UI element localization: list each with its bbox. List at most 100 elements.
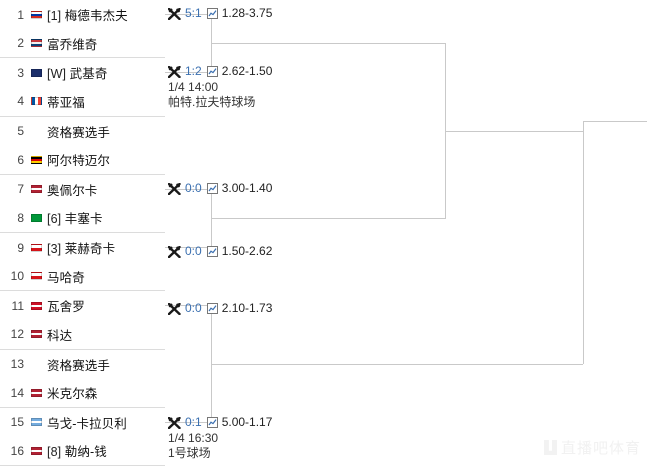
player-seed-number: 13 <box>10 357 24 372</box>
player-name[interactable]: 米克尔森 <box>47 383 97 402</box>
odds-chart-icon[interactable] <box>206 246 218 257</box>
match-odds[interactable]: 5.00-1.17 <box>221 415 273 429</box>
flag-icon <box>31 330 42 339</box>
player-name[interactable]: 马哈奇 <box>47 267 85 286</box>
player-row[interactable]: 3 [W] 武基奇 <box>0 58 165 87</box>
player-name-text: 梅德韦杰夫 <box>64 9 128 24</box>
player-seed-number: 3 <box>17 65 24 80</box>
player-name[interactable]: 阿尔特迈尔 <box>47 150 110 169</box>
player-seed-number: 11 <box>11 298 24 313</box>
match-odds[interactable]: 3.00-1.40 <box>221 181 273 195</box>
player-seed-number: 6 <box>17 152 24 167</box>
odds-chart-icon[interactable] <box>206 303 218 314</box>
match-odds[interactable]: 2.62-1.50 <box>221 64 273 78</box>
match-info[interactable]: 0:1 5.00-1.17 1/4 16:30 1号球场 <box>168 414 272 461</box>
crossed-rackets-icon <box>168 302 181 315</box>
player-name[interactable]: [3] 莱赫奇卡 <box>47 238 115 257</box>
player-name[interactable]: 瓦舍罗 <box>47 296 85 315</box>
watermark-logo-icon <box>543 440 557 455</box>
match-info[interactable]: 0:0 1.50-2.62 <box>168 243 272 260</box>
match-odds[interactable]: 1.28-3.75 <box>221 6 273 20</box>
player-row[interactable]: 4 蒂亚福 <box>0 87 165 117</box>
crossed-rackets-icon <box>168 416 181 429</box>
match-score-line[interactable]: 0:1 5.00-1.17 <box>168 414 272 431</box>
player-name-text: 武基奇 <box>69 67 108 82</box>
odds-chart-icon[interactable] <box>206 417 218 428</box>
player-name[interactable]: 富乔维奇 <box>47 34 97 53</box>
match-venue: 帕特.拉夫特球场 <box>168 95 256 109</box>
flag-icon <box>31 185 42 194</box>
player-name-text: 乌戈-卡拉贝利 <box>47 416 127 431</box>
crossed-rackets-icon <box>168 65 181 78</box>
match-info[interactable]: 1:2 2.62-1.50 1/4 14:00 帕特.拉夫特球场 <box>168 63 272 110</box>
match-score[interactable]: 1:2 <box>185 64 202 78</box>
player-name[interactable]: [6] 丰塞卡 <box>47 208 103 227</box>
player-name-text: 阿尔特迈尔 <box>47 154 111 169</box>
player-row[interactable]: 13 资格赛选手 <box>0 350 165 379</box>
player-seed-number: 9 <box>17 240 24 255</box>
flag-icon <box>31 155 42 164</box>
player-seed-number: 4 <box>17 94 24 109</box>
player-name[interactable]: 蒂亚福 <box>47 92 85 111</box>
match-score-line[interactable]: 0:0 1.50-2.62 <box>168 243 272 260</box>
match-score-line[interactable]: 5:1 1.28-3.75 <box>168 5 272 22</box>
player-name[interactable]: 奥佩尔卡 <box>47 180 97 199</box>
player-name[interactable]: 资格赛选手 <box>47 355 110 374</box>
player-name[interactable]: [1] 梅德韦杰夫 <box>47 5 128 24</box>
match-score-line[interactable]: 1:2 2.62-1.50 <box>168 63 272 80</box>
player-row[interactable]: 16 [8] 勒纳-钱 <box>0 437 165 466</box>
player-name[interactable]: [8] 勒纳-钱 <box>47 441 107 460</box>
flag-icon <box>31 97 42 106</box>
match-score-line[interactable]: 0:0 3.00-1.40 <box>168 180 272 197</box>
match-score[interactable]: 0:0 <box>185 181 202 195</box>
bracket-line <box>165 422 211 423</box>
flag-icon <box>31 243 42 252</box>
player-seed-tag: [1] <box>47 9 62 24</box>
bracket-line <box>165 72 211 73</box>
match-score[interactable]: 0:0 <box>185 301 202 315</box>
player-name[interactable]: [W] 武基奇 <box>47 63 107 82</box>
player-row[interactable]: 1[1] 梅德韦杰夫 <box>0 0 165 29</box>
match-info[interactable]: 0:0 2.10-1.73 <box>168 300 272 317</box>
match-info[interactable]: 0:0 3.00-1.40 <box>168 180 272 197</box>
match-score[interactable]: 0:0 <box>185 244 202 258</box>
match-odds[interactable]: 2.10-1.73 <box>221 301 273 315</box>
match-date: 1/4 14:00 <box>168 80 219 94</box>
flag-icon <box>31 418 42 427</box>
match-score[interactable]: 0:1 <box>185 415 202 429</box>
match-info[interactable]: 5:1 1.28-3.75 <box>168 5 272 22</box>
player-name[interactable]: 资格赛选手 <box>47 122 110 141</box>
match-venue: 1号球场 <box>168 446 211 460</box>
player-name-text: 蒂亚福 <box>47 95 85 110</box>
match-odds[interactable]: 1.50-2.62 <box>221 244 273 258</box>
player-row[interactable]: 6 阿尔特迈尔 <box>0 146 165 175</box>
player-name-text: 奥佩尔卡 <box>47 183 98 198</box>
odds-chart-icon[interactable] <box>206 8 218 19</box>
player-row[interactable]: 7 奥佩尔卡 <box>0 175 165 204</box>
player-row[interactable]: 8[6] 丰塞卡 <box>0 204 165 233</box>
bracket-line <box>445 131 583 132</box>
match-score[interactable]: 5:1 <box>185 6 202 20</box>
player-name[interactable]: 科达 <box>47 325 72 344</box>
player-name[interactable]: 乌戈-卡拉贝利 <box>47 413 127 432</box>
watermark-text: 直播吧体育 <box>560 440 641 457</box>
odds-chart-icon[interactable] <box>206 183 218 194</box>
player-row[interactable]: 9 [3] 莱赫奇卡 <box>0 233 165 262</box>
player-name-text: 丰塞卡 <box>64 212 103 227</box>
player-seed-number: 7 <box>17 182 24 197</box>
bracket-line <box>445 364 583 365</box>
flag-icon <box>31 360 42 368</box>
match-score-line[interactable]: 0:0 2.10-1.73 <box>168 300 272 317</box>
bracket-line <box>165 14 211 15</box>
bracket-line <box>583 121 647 122</box>
watermark: 直播吧体育 <box>543 437 641 458</box>
odds-chart-icon[interactable] <box>206 66 218 77</box>
player-row[interactable]: 11 瓦舍罗 <box>0 291 165 320</box>
player-seed-number: 16 <box>10 443 24 458</box>
